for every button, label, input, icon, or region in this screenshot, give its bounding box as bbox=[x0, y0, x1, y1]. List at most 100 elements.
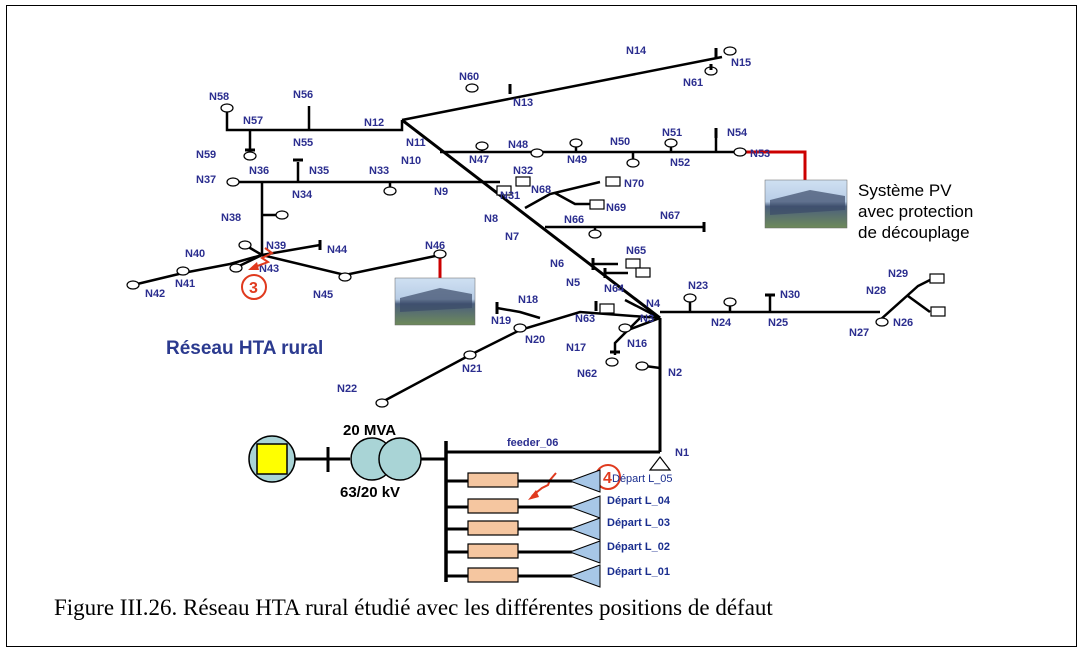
node-label: N64 bbox=[604, 283, 625, 295]
transformer-ratio: 63/20 kV bbox=[340, 484, 400, 501]
pv-note-line: avec protection bbox=[858, 202, 974, 221]
node-label: N70 bbox=[624, 178, 644, 190]
node-label: N5 bbox=[566, 277, 580, 289]
node-label: N15 bbox=[731, 57, 751, 69]
pv-panel-n46 bbox=[394, 277, 476, 326]
fault-number: 4 bbox=[603, 470, 612, 487]
node-label: N31 bbox=[500, 190, 520, 202]
node-label: N32 bbox=[513, 165, 533, 177]
node-label: N53 bbox=[750, 148, 770, 160]
node-label: N43 bbox=[259, 263, 279, 275]
node-label: N54 bbox=[727, 127, 748, 139]
node-label: N52 bbox=[670, 157, 690, 169]
node-label: N63 bbox=[575, 313, 595, 325]
node-label: N30 bbox=[780, 289, 800, 301]
node-label: N69 bbox=[606, 202, 626, 214]
depart-label: Départ L_04 bbox=[607, 495, 671, 507]
fault-number: 3 bbox=[249, 280, 258, 297]
node-label: N59 bbox=[196, 149, 216, 161]
depart-label: Départ L_03 bbox=[607, 517, 670, 529]
pv-note-line: de découplage bbox=[858, 223, 970, 242]
node-label: N27 bbox=[849, 327, 869, 339]
node-label: N56 bbox=[293, 89, 313, 101]
node-label: N34 bbox=[292, 189, 313, 201]
fault-marker-4: 4 bbox=[528, 464, 621, 500]
depart-l02: Départ L_02 bbox=[446, 540, 670, 564]
node-label: N55 bbox=[293, 137, 313, 149]
substation bbox=[248, 435, 672, 582]
node-label: N4 bbox=[646, 298, 661, 310]
node-label: N24 bbox=[711, 317, 732, 329]
node-label: N28 bbox=[866, 285, 886, 297]
node-label: N10 bbox=[401, 155, 421, 167]
node-label: N21 bbox=[462, 363, 482, 375]
network-lines bbox=[132, 55, 931, 452]
node-label: N60 bbox=[459, 71, 479, 83]
node-label: N47 bbox=[469, 154, 489, 166]
node-label: N33 bbox=[369, 165, 389, 177]
node-label: N38 bbox=[221, 212, 241, 224]
depart-l03: Départ L_03 bbox=[446, 517, 670, 541]
node-label: N3 bbox=[640, 313, 654, 325]
node-label: N57 bbox=[243, 115, 263, 127]
node-label: N49 bbox=[567, 154, 587, 166]
node-label: N20 bbox=[525, 334, 545, 346]
node-label: N9 bbox=[434, 186, 448, 198]
node-label: N25 bbox=[768, 317, 788, 329]
node-label: N62 bbox=[577, 368, 597, 380]
depart-label: Départ L_05 bbox=[612, 473, 673, 485]
node-label: N11 bbox=[406, 137, 426, 149]
node-label: N7 bbox=[505, 231, 519, 243]
depart-l05: Départ L_05 bbox=[446, 469, 673, 493]
node-label: N36 bbox=[249, 165, 269, 177]
node-label: N44 bbox=[327, 244, 348, 256]
node-label: N61 bbox=[683, 77, 703, 89]
node-label: N51 bbox=[662, 127, 682, 139]
node-label: N22 bbox=[337, 383, 357, 395]
node-label: N6 bbox=[550, 258, 564, 270]
node-label: N41 bbox=[175, 278, 195, 290]
depart-label: Départ L_01 bbox=[607, 566, 670, 578]
node-label: N39 bbox=[266, 240, 286, 252]
node-label: N2 bbox=[668, 367, 682, 379]
node-label: N19 bbox=[491, 315, 511, 327]
pv-links bbox=[438, 150, 807, 278]
node-label: N45 bbox=[313, 289, 333, 301]
node-label: N8 bbox=[484, 213, 498, 225]
node-label: N40 bbox=[185, 248, 205, 260]
node-label: N13 bbox=[513, 97, 533, 109]
pv-note-line: Système PV bbox=[858, 181, 952, 200]
node-label: N68 bbox=[531, 184, 551, 196]
node-label: N23 bbox=[688, 280, 708, 292]
node-label: N26 bbox=[893, 317, 913, 329]
node-label: N58 bbox=[209, 91, 229, 103]
node-label: N66 bbox=[564, 214, 584, 226]
node-label: N37 bbox=[196, 174, 216, 186]
node-label: N29 bbox=[888, 268, 908, 280]
fault-marker-3: 3 bbox=[241, 247, 274, 300]
depart-l04: Départ L_04 bbox=[446, 495, 671, 519]
node-label: N16 bbox=[627, 338, 647, 350]
transformer-rating: 20 MVA bbox=[343, 422, 396, 439]
switch-boxes bbox=[496, 176, 946, 317]
node-label: N67 bbox=[660, 210, 680, 222]
load-symbols bbox=[126, 46, 889, 408]
node-label: N48 bbox=[508, 139, 528, 151]
node-label: N35 bbox=[309, 165, 329, 177]
node-label: N18 bbox=[518, 294, 538, 306]
node-label: N14 bbox=[626, 45, 647, 57]
tick-breakers bbox=[245, 48, 775, 354]
node-label: N12 bbox=[364, 117, 384, 129]
node-label: N50 bbox=[610, 136, 630, 148]
figure-frame bbox=[6, 5, 1077, 647]
figure-caption: Figure III.26. Réseau HTA rural étudié a… bbox=[54, 595, 773, 620]
pv-note: Système PV avec protection de découplage bbox=[858, 180, 973, 243]
node-label: N17 bbox=[566, 342, 586, 354]
node-label: N46 bbox=[425, 240, 445, 252]
depart-l01: Départ L_01 bbox=[446, 564, 670, 588]
node-label: N42 bbox=[145, 288, 165, 300]
pv-panel-n53 bbox=[764, 179, 848, 229]
feeder-label: feeder_06 bbox=[507, 437, 558, 449]
node-label: N65 bbox=[626, 245, 646, 257]
depart-label: Départ L_02 bbox=[607, 541, 670, 553]
